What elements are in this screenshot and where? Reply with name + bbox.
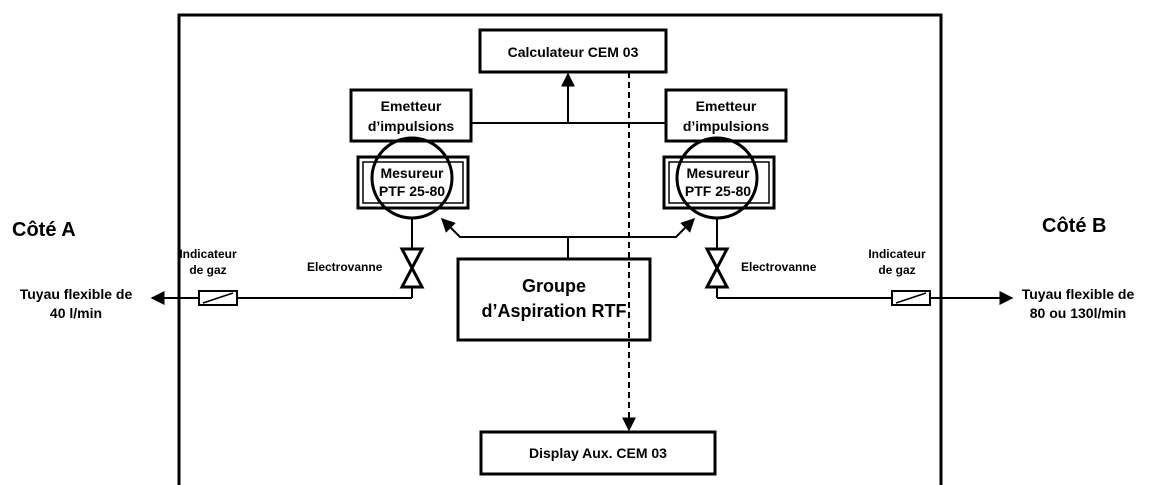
electrovanne-left-label: Electrovanne xyxy=(307,260,383,274)
emetteur-left-line1: Emetteur xyxy=(381,98,442,114)
electrovanne-right-valve xyxy=(704,247,730,289)
emetteur-left-box xyxy=(349,88,473,143)
indicateur-right-line2: de gaz xyxy=(878,263,915,277)
groupe-box xyxy=(456,257,652,342)
emetteur-right-line2: d’impulsions xyxy=(683,118,770,134)
groupe-line2: d’Aspiration RTF xyxy=(482,301,627,321)
electrovanne-left-valve xyxy=(399,247,425,289)
mesureur-left-inner xyxy=(362,161,464,204)
side-a-title: Côté A xyxy=(12,219,76,241)
calculateur-label: Calculateur CEM 03 xyxy=(508,44,639,60)
mesureur-right-box xyxy=(662,155,776,210)
mesureur-left-box xyxy=(356,155,470,210)
calculateur-box xyxy=(478,28,668,74)
emetteur-left-line2: d’impulsions xyxy=(368,118,455,134)
indicateur-right-line1: Indicateur xyxy=(868,247,926,261)
side-b-title: Côté B xyxy=(1042,215,1106,237)
display-label: Display Aux. CEM 03 xyxy=(529,445,667,461)
groupe-line1: Groupe xyxy=(522,276,586,296)
mesureur-right-inner xyxy=(668,161,770,204)
enclosure-frame xyxy=(177,13,943,485)
indicateur-left-line1: Indicateur xyxy=(179,247,237,261)
electrovanne-right-label: Electrovanne xyxy=(741,260,817,274)
feed-to-right-meter-arrow xyxy=(568,218,695,238)
indicateur-right-slash xyxy=(895,292,927,304)
hose-right-line1: Tuyau flexible de xyxy=(1022,286,1135,302)
hose-left-line1: Tuyau flexible de xyxy=(20,286,133,302)
emetteur-right-line1: Emetteur xyxy=(696,98,757,114)
hose-left-line2: 40 l/min xyxy=(50,305,102,321)
mesureur-right-line1: Mesureur xyxy=(686,165,750,181)
hose-right-line2: 80 ou 130l/min xyxy=(1030,305,1126,321)
indicateur-left-line2: de gaz xyxy=(189,263,226,277)
display-box xyxy=(479,430,717,476)
indicateur-left-slash xyxy=(202,292,234,304)
mesureur-left-line2: PTF 25-80 xyxy=(379,183,445,199)
feed-to-left-meter-arrow xyxy=(441,218,568,238)
emetteur-right-box xyxy=(664,88,788,143)
mesureur-left-line1: Mesureur xyxy=(380,165,444,181)
mesureur-right-line2: PTF 25-80 xyxy=(685,183,751,199)
